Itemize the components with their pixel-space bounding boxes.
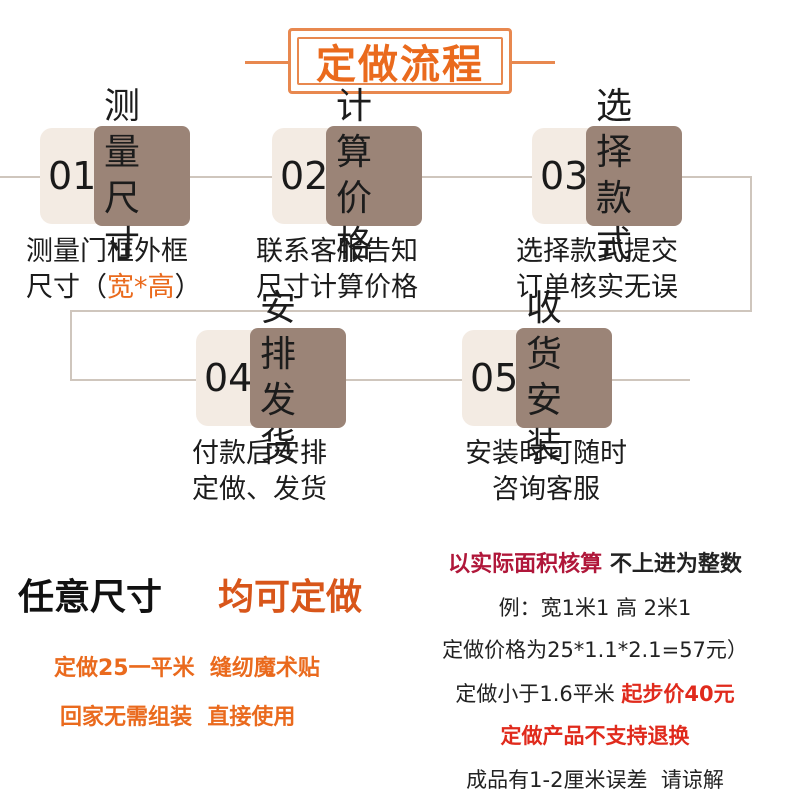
any-size-heading: 任意尺寸 xyxy=(18,577,163,618)
step-04-description: 付款后安排 定做、发货 xyxy=(192,436,327,508)
desc-line2: 订单核实无误 xyxy=(516,272,678,303)
step-number: 05 xyxy=(470,356,519,400)
note-area-calc: 以实际面积核算 不上进为整数 xyxy=(400,546,790,578)
step-label-box: 安排 发货 xyxy=(250,288,346,467)
step-number: 03 xyxy=(540,154,589,198)
step-label-line2: 发货 xyxy=(260,380,307,467)
promo-line-2: 回家无需组装 直接使用 xyxy=(60,705,296,730)
step-04: 04 安排 发货 xyxy=(196,288,346,467)
step-label-line1: 计算 xyxy=(336,86,383,173)
desc-line1: 联系客服告知 xyxy=(256,236,418,267)
title-inner-border xyxy=(297,37,503,85)
desc-line1: 测量门框外框 xyxy=(26,236,188,267)
desc-line2: 尺寸（宽*高） xyxy=(26,270,202,306)
step-label-box: 计算 价格 xyxy=(326,86,422,265)
desc-highlight: 宽*高 xyxy=(107,272,175,303)
step-05-description: 安装时可随时 咨询客服 xyxy=(446,436,646,508)
step-label-line1: 选择 xyxy=(596,86,643,173)
title-frame: 定做流程 xyxy=(245,28,555,94)
step-label-box: 选择 款式 xyxy=(586,86,682,265)
step-label-line2: 款式 xyxy=(596,178,643,265)
can-custom-heading: 均可定做 xyxy=(218,577,363,618)
desc-line2: 尺寸计算价格 xyxy=(256,272,418,303)
note-min-price-a: 定做小于1.6平米 xyxy=(455,682,622,706)
step-label-box: 收货 安装 xyxy=(516,288,612,467)
note-area-calc-a: 以实际面积核算 xyxy=(448,552,603,577)
step-label-line2: 安装 xyxy=(526,380,573,467)
step-label-line1: 测量 xyxy=(104,86,151,173)
note-tolerance: 成品有1-2厘米误差 请谅解 xyxy=(466,768,724,792)
step-number: 01 xyxy=(48,154,97,198)
step-01-description: 测量门框外框 尺寸（宽*高） xyxy=(26,234,202,306)
step-label-line2: 尺寸 xyxy=(104,178,151,265)
note-min-price-b: 起步价40元 xyxy=(621,682,735,706)
flow-line-left xyxy=(70,310,72,380)
promo-line-1: 定做25一平米 缝纫魔术贴 xyxy=(54,656,320,681)
desc-line2: 定做、发货 xyxy=(192,474,327,505)
step-label-line1: 安排 xyxy=(260,288,307,375)
desc-line1: 选择款式提交 xyxy=(516,236,678,267)
step-03: 03 选择 款式 xyxy=(532,86,682,265)
step-label-box: 测量 尺寸 xyxy=(94,86,190,265)
note-price-formula: 定做价格为25*1.1*2.1=57元） xyxy=(442,638,748,662)
step-label-line1: 收货 xyxy=(526,288,573,375)
desc-post: ） xyxy=(174,272,202,303)
step-03-description: 选择款式提交 订单核实无误 xyxy=(516,234,678,306)
note-area-calc-b: 不上进为整数 xyxy=(602,552,742,577)
step-02: 02 计算 价格 xyxy=(272,86,422,265)
desc-line2: 咨询客服 xyxy=(492,474,600,505)
page-title: 定做流程 xyxy=(316,42,484,88)
step-label-line2: 价格 xyxy=(336,178,383,265)
note-min-price: 定做小于1.6平米 起步价40元 xyxy=(400,678,790,708)
desc-pre: 尺寸（ xyxy=(26,272,107,303)
note-no-return: 定做产品不支持退换 xyxy=(500,724,690,748)
desc-line1: 付款后安排 xyxy=(192,438,327,469)
step-01: 01 测量 尺寸 xyxy=(40,86,190,265)
flow-line-middle xyxy=(70,310,752,312)
flow-line-right xyxy=(750,176,752,310)
step-05: 05 收货 安装 xyxy=(462,288,612,467)
step-number: 04 xyxy=(204,356,253,400)
note-example: 例：宽1米1 高 2米1 xyxy=(498,596,692,620)
desc-line1: 安装时可随时 xyxy=(465,438,627,469)
step-number: 02 xyxy=(280,154,329,198)
step-02-description: 联系客服告知 尺寸计算价格 xyxy=(256,234,418,306)
flow-line-bottom xyxy=(70,379,690,381)
